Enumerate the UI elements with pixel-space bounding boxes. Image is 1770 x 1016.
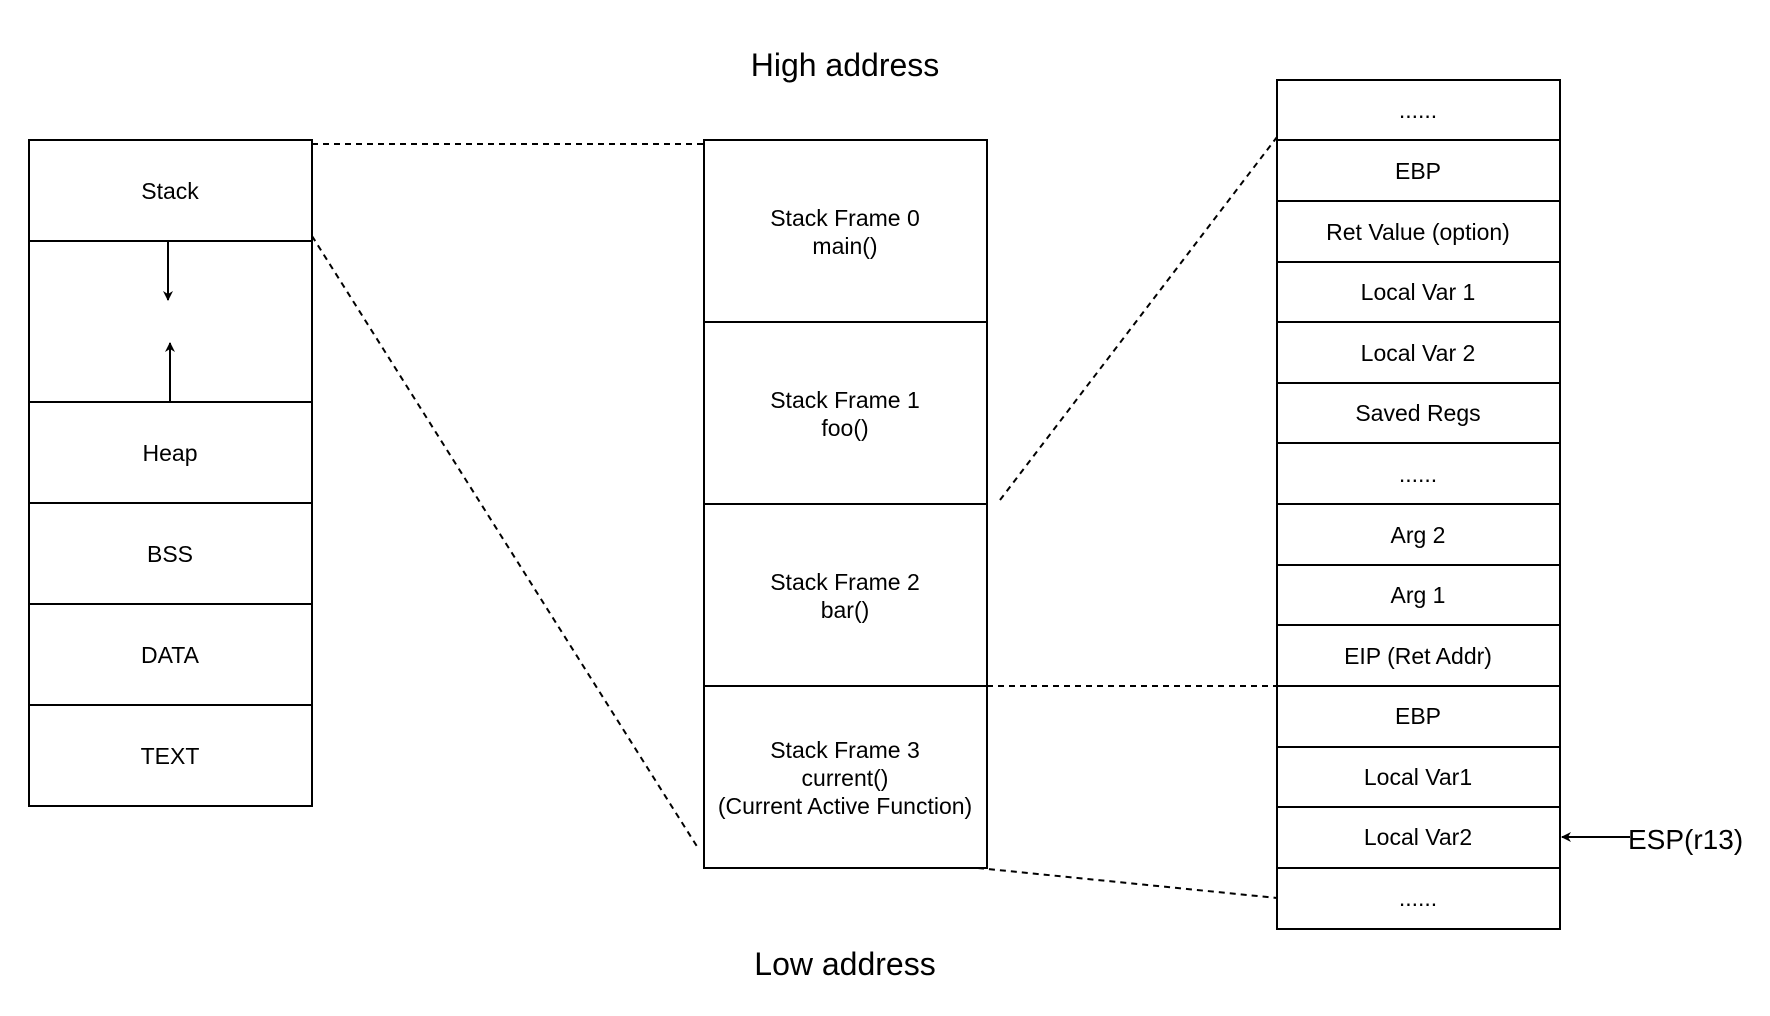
detail-ret-value: Ret Value (option) [1326,219,1510,245]
detail-ellipsis-middle: ...... [1399,461,1437,487]
stack-frame-3-function: current() [802,765,889,791]
high-address-label: High address [751,47,940,83]
detail-local-var-2: Local Var 2 [1361,340,1476,366]
connector-frame-top [999,136,1278,501]
detail-eip: EIP (Ret Addr) [1344,643,1492,669]
detail-arg-1: Arg 1 [1391,582,1446,608]
detail-local-var2: Local Var2 [1364,824,1472,850]
low-address-label: Low address [754,946,935,982]
detail-ebp-lower: EBP [1395,703,1441,729]
stack-frame-0-function: main() [812,233,877,259]
detail-local-var1: Local Var1 [1364,764,1472,790]
stack-frame-1-function: foo() [821,415,868,441]
zoom-connectors [311,136,1278,899]
connector-current-bottom [977,867,1278,899]
connector-stack-bottom [311,235,699,849]
detail-saved-regs: Saved Regs [1355,400,1480,426]
esp-label: ESP(r13) [1628,824,1743,855]
stack-frame-2-title: Stack Frame 2 [770,569,920,595]
segment-data: DATA [141,642,200,668]
segment-bss: BSS [147,541,193,567]
segment-stack: Stack [141,178,199,204]
detail-ebp-upper: EBP [1395,158,1441,184]
stack-frame-1-title: Stack Frame 1 [770,387,920,413]
detail-arg-2: Arg 2 [1391,522,1446,548]
stack-frame-0-title: Stack Frame 0 [770,205,920,231]
memory-layout-column: Stack Heap BSS DATA TEXT [28,139,313,807]
segment-text: TEXT [141,743,200,769]
stack-frame-3-note: (Current Active Function) [718,793,972,819]
stack-frames-column: Stack Frame 0 main() Stack Frame 1 foo()… [703,139,988,869]
detail-ellipsis-bottom: ...... [1399,885,1437,911]
detail-local-var-1: Local Var 1 [1361,279,1476,305]
detail-ellipsis-top: ...... [1399,97,1437,123]
segment-heap: Heap [143,440,198,466]
stack-frame-2-function: bar() [821,597,870,623]
stack-frame-3-title: Stack Frame 3 [770,737,920,763]
frame-detail-column: ...... EBP Ret Value (option) Local Var … [1276,79,1561,930]
